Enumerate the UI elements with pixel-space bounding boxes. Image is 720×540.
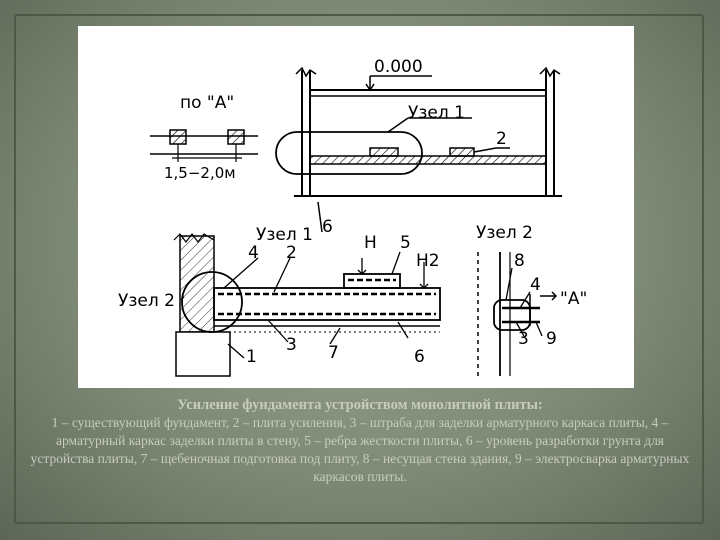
plan-view-a <box>150 129 258 162</box>
label-num7: 7 <box>328 343 339 363</box>
node1-detail <box>173 233 441 377</box>
label-num5: 5 <box>400 233 411 253</box>
caption-text: 1 – существующий фундамент, 2 – плита ус… <box>30 415 690 484</box>
label-num3-bottom: 3 <box>286 335 297 355</box>
label-num3-right: 3 <box>518 329 529 349</box>
label-spacing: 1,5−2,0м <box>164 164 236 182</box>
label-num4-left: 4 <box>248 243 259 263</box>
node1-callout <box>275 131 423 175</box>
label-num6-bottom: 6 <box>414 347 425 367</box>
slide-frame <box>14 14 704 524</box>
label-node2-detail: Узел 2 <box>476 223 533 243</box>
stiffening-rib <box>343 273 401 289</box>
slab-body <box>213 287 441 321</box>
label-num2-left: 2 <box>286 243 297 263</box>
label-H: H <box>364 233 377 253</box>
drawing-canvas: 0.000 по "А" Узел 1 2 1,5−2,0м Узел 1 6 … <box>118 57 587 377</box>
label-num4-right: 4 <box>530 275 541 295</box>
caption-title: Усиление фундамента устройством монолитн… <box>177 397 543 413</box>
label-num2-top: 2 <box>496 129 507 149</box>
rib-1 <box>369 147 399 157</box>
label-view-a-right: "А" <box>560 289 587 309</box>
rib-2 <box>449 147 475 157</box>
drawing-labels: 0.000 по "А" Узел 1 2 1,5−2,0м Узел 1 6 … <box>118 57 587 367</box>
label-node2-left: Узел 2 <box>118 291 175 311</box>
slab-section <box>309 155 547 165</box>
label-num6-top: 6 <box>322 217 333 237</box>
label-view-a: по "А" <box>180 93 234 113</box>
label-num9: 9 <box>546 329 557 349</box>
section-view-top <box>275 66 562 233</box>
existing-wall <box>179 235 215 333</box>
node2-detail <box>477 252 558 376</box>
label-num8: 8 <box>514 251 525 271</box>
technical-drawing: 0.000 по "А" Узел 1 2 1,5−2,0м Узел 1 6 … <box>78 26 634 388</box>
existing-foundation <box>175 331 231 377</box>
node2-circle <box>181 271 243 333</box>
figure-caption: Усиление фундамента устройством монолитн… <box>24 396 696 486</box>
label-node1-top: Узел 1 <box>408 103 465 123</box>
label-level: 0.000 <box>374 57 423 77</box>
label-H2: H2 <box>416 251 440 271</box>
label-num1: 1 <box>246 347 257 367</box>
label-node1-detail: Узел 1 <box>256 225 313 245</box>
